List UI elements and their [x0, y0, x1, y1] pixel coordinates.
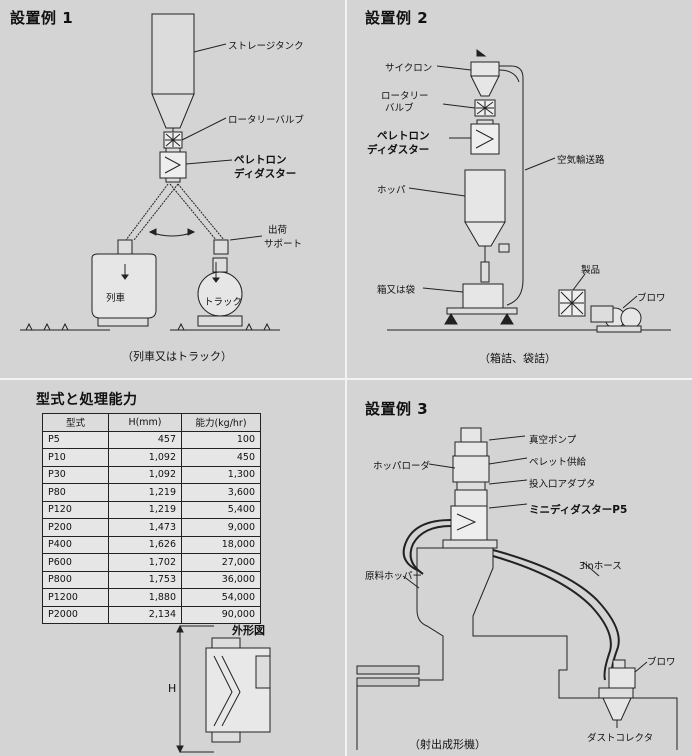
label-pelletron-2: ディダスター [367, 144, 430, 156]
label-pelletron-1: ペレトロン [234, 154, 287, 166]
label-hopper: ホッパ [377, 185, 406, 196]
label-railcar: 列車 [106, 293, 126, 304]
cell-capacity: 9,000 [181, 518, 261, 537]
label-outline: 外形図 [232, 624, 265, 637]
label-box-bag: 箱又は袋 [377, 285, 416, 296]
label-truck: トラック [204, 297, 243, 308]
label-storage-tank: ストレージタンク [228, 41, 304, 52]
label-blower: ブロワ [637, 293, 666, 304]
dimension-h-label: H [168, 682, 177, 695]
label-rotary-2: バルブ [385, 103, 414, 114]
caption: （射出成形機） [409, 738, 486, 751]
label-material-hopper: 原料ホッパー [365, 571, 423, 582]
panel-title: 設置例 1 [10, 9, 74, 27]
label-blower: ブロワ [647, 657, 676, 668]
caption: （列車又はトラック） [122, 350, 232, 363]
installation-2-diagram [387, 49, 671, 333]
label-pelletron-2: ディダスター [234, 168, 297, 180]
label-inlet-adapter: 投入口アダプタ [529, 479, 596, 490]
panel-title: 設置例 2 [365, 9, 429, 27]
label-mini-dedust: ミニディダスターP5 [529, 504, 628, 516]
panel-installation-1: 設置例 1 [0, 0, 345, 378]
label-hopper-loader: ホッパローダ [373, 461, 431, 472]
label-rotary-1: ロータリー [381, 91, 429, 102]
horizontal-divider [0, 378, 692, 380]
caption: （箱詰、袋詰） [479, 352, 556, 365]
header-model: 型式 [42, 413, 109, 432]
label-pellet-supply: ペレット供給 [529, 457, 587, 468]
cell-capacity: 90,000 [181, 605, 261, 624]
label-vacuum-pump: 真空ポンプ [529, 435, 577, 446]
panel-installation-2: 設置例 2 [347, 0, 692, 378]
panel-title: 設置例 3 [365, 400, 429, 418]
label-conveying-line: 空気輸送路 [557, 155, 605, 166]
cell-model: P2000 [42, 605, 109, 624]
installation-1-diagram [20, 13, 280, 331]
panel-installation-3: 設置例 3 真空ポンプ ホッパローダ [347, 380, 692, 756]
label-shipping-1: 出荷 [268, 225, 288, 236]
label-dust-collector: ダストコレクタ [587, 733, 654, 744]
cell-height: 2,134 [108, 605, 182, 624]
outline-drawing [176, 624, 271, 754]
installation-3-diagram [356, 427, 678, 750]
label-rotary-valve: ロータリーバルブ [228, 115, 304, 126]
table-header-row: 型式 H(mm) 能力(kg/hr) [42, 413, 261, 432]
panel-title: 型式と処理能力 [36, 392, 138, 408]
header-capacity: 能力(kg/hr) [181, 413, 261, 432]
label-shipping-2: サポート [264, 239, 303, 250]
label-cyclone: サイクロン [385, 63, 433, 74]
label-product: 製品 [581, 265, 601, 276]
label-pelletron-1: ペレトロン [377, 130, 430, 142]
header-height: H(mm) [108, 413, 182, 432]
label-hose: 3inホース [579, 561, 622, 572]
